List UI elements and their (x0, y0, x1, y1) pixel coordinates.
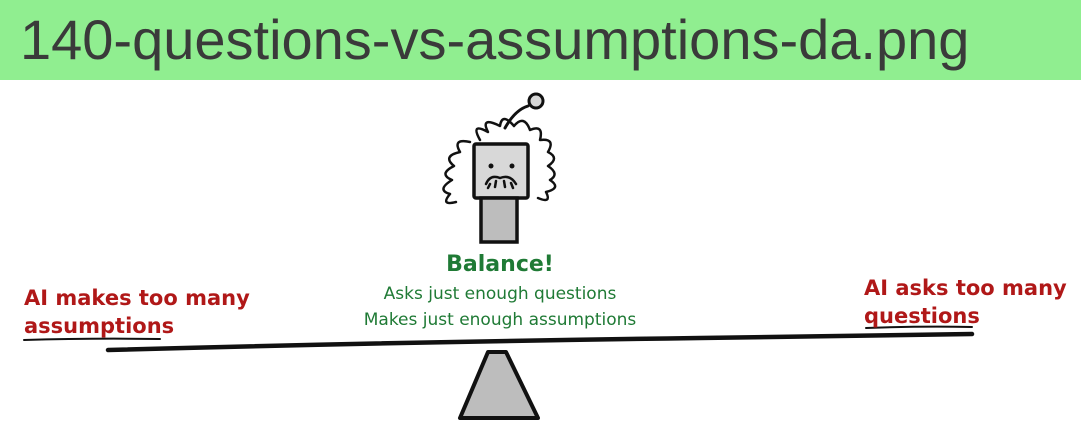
left-label-underline (23, 337, 161, 341)
seesaw-drawing (23, 92, 975, 420)
robot-mustache (484, 175, 518, 190)
robot-hair (442, 117, 557, 205)
seesaw-diagram: AI makes too many assumptions AI asks to… (0, 80, 1081, 430)
balance-line-questions: Asks just enough questions (383, 284, 617, 304)
robot-antenna (503, 92, 545, 130)
left-warning-label: AI makes too many assumptions (24, 284, 250, 340)
balance-title: Balance! (446, 252, 554, 277)
robot-head (472, 142, 530, 200)
robot-body (479, 196, 519, 244)
right-label-underline (865, 325, 973, 329)
balance-line-assumptions: Makes just enough assumptions (363, 310, 637, 330)
left-label-line-2: assumptions (24, 314, 175, 338)
right-warning-label: AI asks too many questions (864, 274, 1067, 330)
left-label-line-1: AI makes too many (24, 286, 250, 310)
title-bar: 140-questions-vs-assumptions-da.png (0, 0, 1081, 80)
right-label-line-1: AI asks too many (864, 276, 1067, 300)
seesaw-plank (105, 331, 975, 353)
robot-right-eye (509, 163, 515, 169)
seesaw-fulcrum (458, 350, 540, 420)
page-title: 140-questions-vs-assumptions-da.png (20, 8, 970, 71)
right-label-line-2: questions (864, 304, 980, 328)
robot-left-eye (488, 163, 494, 169)
